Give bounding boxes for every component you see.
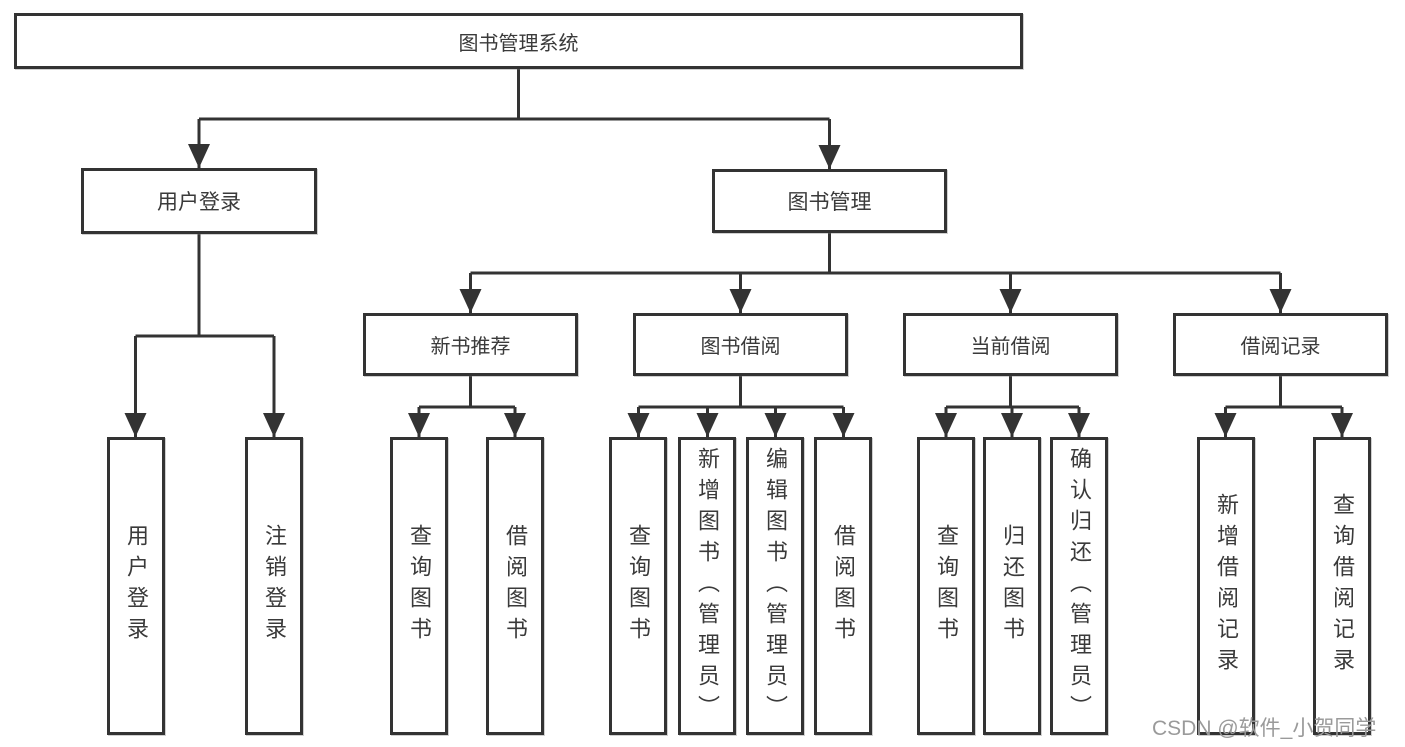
leaf-query-books: 查询图书: [390, 437, 448, 735]
node-current-borrowing: 当前借阅: [903, 313, 1118, 376]
leaf-borrow-books: 借阅图书: [814, 437, 872, 735]
leaf-user-login: 用户登录: [107, 437, 165, 735]
node-new-book-recommend: 新书推荐: [363, 313, 578, 376]
leaf-add-borrow-record: 新增借阅记录: [1197, 437, 1255, 735]
node-library-management-system: 图书管理系统: [14, 13, 1023, 69]
leaf-confirm-return-admin: 确认归还（管理员）: [1050, 437, 1108, 735]
leaf-query-borrow-record: 查询借阅记录: [1313, 437, 1371, 735]
leaf-borrow-books: 借阅图书: [486, 437, 544, 735]
node-user-login: 用户登录: [81, 168, 317, 234]
leaf-return-books: 归还图书: [983, 437, 1041, 735]
node-book-borrowing: 图书借阅: [633, 313, 848, 376]
leaf-add-books-admin: 新增图书（管理员）: [678, 437, 736, 735]
leaf-edit-books-admin: 编辑图书（管理员）: [746, 437, 804, 735]
node-borrowing-records: 借阅记录: [1173, 313, 1388, 376]
csdn-watermark: CSDN @软件_小贺同学: [1152, 717, 1377, 740]
leaf-query-books: 查询图书: [609, 437, 667, 735]
leaf-query-books: 查询图书: [917, 437, 975, 735]
leaf-logout: 注销登录: [245, 437, 303, 735]
node-book-management: 图书管理: [712, 169, 947, 233]
